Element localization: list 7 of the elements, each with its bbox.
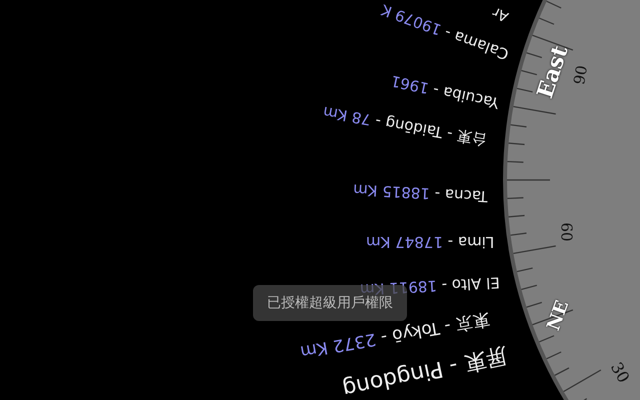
compass-degree-label: 30 <box>606 358 634 386</box>
compass-direction-label: NE <box>543 297 574 333</box>
city-distance-label: Lima - 17847 Km <box>366 233 494 251</box>
compass-degree-label: 60 <box>557 222 576 242</box>
city-distance-label: Yacuiba - 1961 <box>389 72 501 112</box>
city-distance-label: Ar <box>490 4 510 24</box>
city-distance-label: Tacna - 18815 Km <box>352 180 488 206</box>
